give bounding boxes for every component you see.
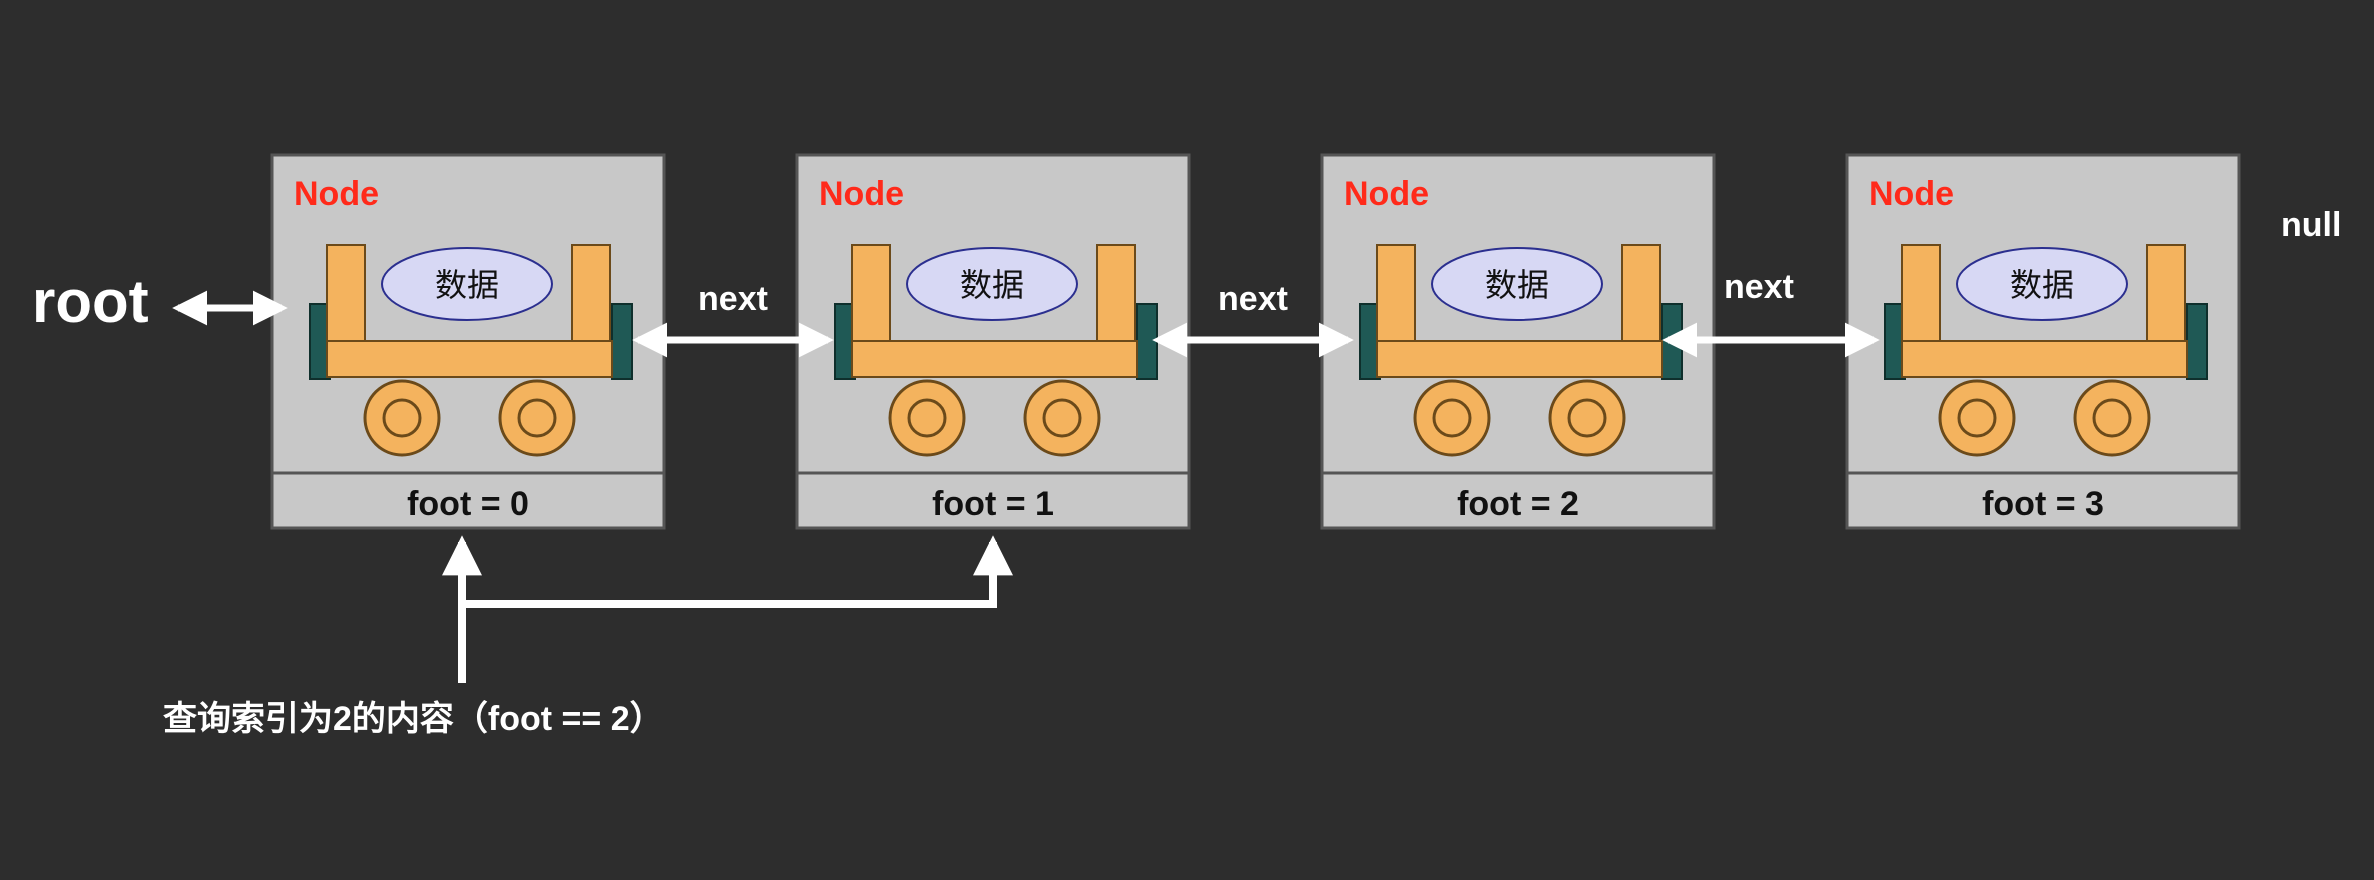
cart-post-left <box>851 244 891 342</box>
data-oval <box>381 247 553 321</box>
wheel-hub <box>382 398 422 438</box>
node-title: Node <box>819 175 904 213</box>
node-title: Node <box>1344 175 1429 213</box>
wheel-hub <box>1432 398 1472 438</box>
wheel-hub <box>2092 398 2132 438</box>
cart-bumper-right <box>611 303 633 380</box>
wheel-hub <box>517 398 557 438</box>
cart-post-left <box>1376 244 1416 342</box>
data-label: 数据 <box>1485 267 1549 303</box>
cart-base <box>851 340 1138 378</box>
foot-label: foot = 1 <box>932 485 1054 523</box>
wheel-hub <box>1567 398 1607 438</box>
next-label: next <box>698 280 768 318</box>
null-label: null <box>2281 206 2341 244</box>
node-box: Node 数据 foot = 2 <box>1320 153 1716 530</box>
query-arrow-to-second <box>462 535 1013 608</box>
cart-post-right <box>571 244 611 342</box>
data-oval <box>1431 247 1603 321</box>
foot-label: foot = 0 <box>407 485 529 523</box>
cart-bumper-right <box>2186 303 2208 380</box>
node-title: Node <box>1869 175 1954 213</box>
node-title: Node <box>294 175 379 213</box>
cart-post-right <box>1096 244 1136 342</box>
next-label: next <box>1218 280 1288 318</box>
cart-post-right <box>1621 244 1661 342</box>
next-label: next <box>1724 268 1794 306</box>
node-box: Node 数据 foot = 0 <box>270 153 666 530</box>
wheel-hub <box>1957 398 1997 438</box>
arrows-layer: next next next <box>172 268 1880 683</box>
data-oval <box>1956 247 2128 321</box>
wheel-hub <box>907 398 947 438</box>
data-oval <box>906 247 1078 321</box>
cart-post-left <box>326 244 366 342</box>
cart-bumper-right <box>1136 303 1158 380</box>
node-box: Node 数据 foot = 3 <box>1845 153 2241 530</box>
cart-base <box>1901 340 2188 378</box>
data-label: 数据 <box>960 267 1024 303</box>
foot-label: foot = 3 <box>1982 485 2104 523</box>
nodes-layer: Node 数据 foot = 0 Node 数据 foot = 1 Node 数据 foot =… <box>270 153 2241 530</box>
cart-base <box>326 340 613 378</box>
cart-base <box>1376 340 1663 378</box>
root-label: root <box>32 268 149 335</box>
wheel-hub <box>1042 398 1082 438</box>
node-box: Node 数据 foot = 1 <box>795 153 1191 530</box>
cart-post-left <box>1901 244 1941 342</box>
query-label: 查询索引为2的内容（foot == 2） <box>163 699 664 738</box>
data-label: 数据 <box>435 267 499 303</box>
data-label: 数据 <box>2010 267 2074 303</box>
cart-post-right <box>2146 244 2186 342</box>
foot-label: foot = 2 <box>1457 485 1579 523</box>
